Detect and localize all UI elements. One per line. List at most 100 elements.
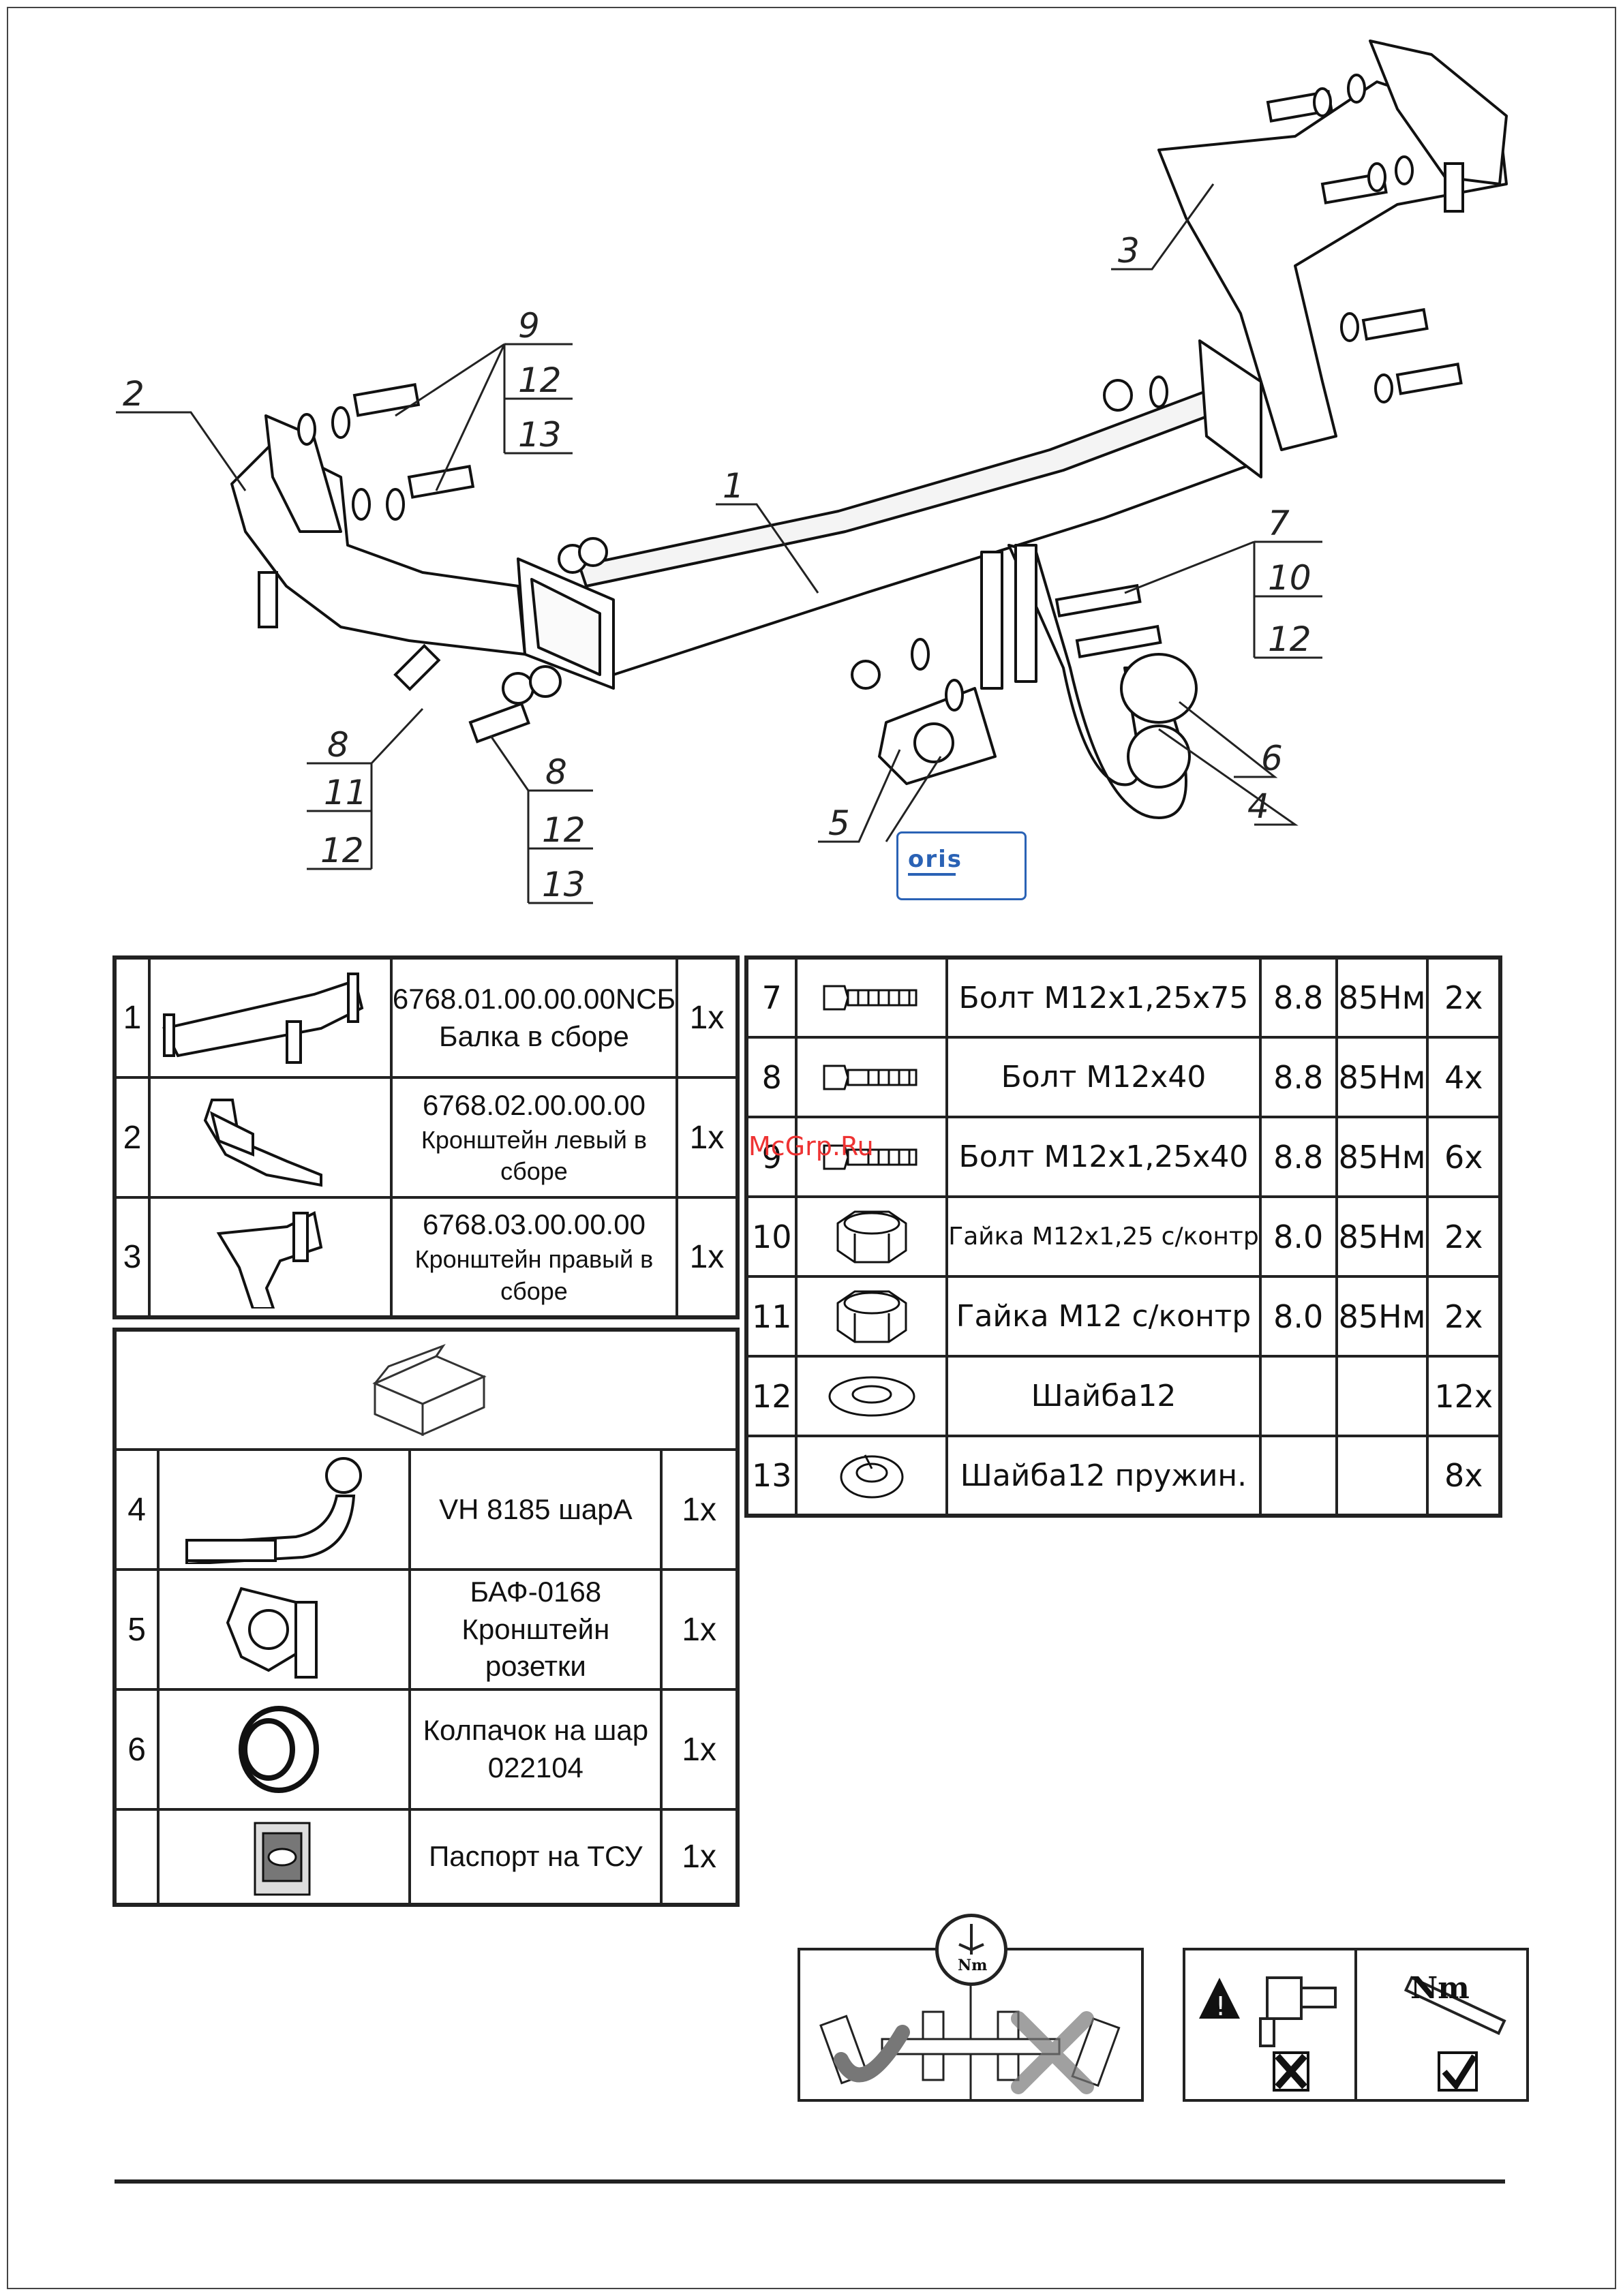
callout-12b: 12 <box>1268 619 1311 659</box>
callout-11: 11 <box>324 773 367 812</box>
beam-left-plate2 <box>530 578 601 676</box>
hw-class <box>1258 1355 1338 1437</box>
callout-13b: 13 <box>542 865 586 904</box>
hardware-row: 10 Гайка М12х1,25 с/контр 8.0 85Нм 2x <box>744 1195 1502 1278</box>
hw-number: 12 <box>744 1355 798 1437</box>
callout-2: 2 <box>123 374 145 414</box>
hw-number: 7 <box>744 956 798 1039</box>
hw-image <box>795 956 949 1039</box>
hardware-table: 7 Болт М12х1,25х75 8.8 85Нм 2x 8 Болт М1… <box>744 955 1502 1518</box>
torque-wrench-label: Nm <box>1410 1971 1470 2006</box>
part-image <box>148 956 393 1079</box>
parts-row: Паспорт на ТСУ 1x <box>112 1808 739 1906</box>
part-number: 1 <box>113 956 151 1079</box>
box-image <box>113 1328 739 1451</box>
part-number <box>112 1808 160 1906</box>
hw-qty: 6x <box>1426 1116 1502 1198</box>
hw-qty: 2x <box>1426 956 1502 1039</box>
beam-thumbnail-icon <box>162 972 364 1064</box>
tool-warning-panel: ! Nm <box>1183 1948 1529 2102</box>
hardware-row: 7 Болт М12х1,25х75 8.8 85Нм 2x <box>744 956 1502 1039</box>
hw-number: 13 <box>744 1435 798 1517</box>
part-number: 5 <box>112 1568 160 1691</box>
tow-ball-thumbnail-icon <box>185 1457 363 1564</box>
part-qty: 1x <box>676 956 739 1079</box>
package-box-icon <box>372 1343 487 1436</box>
oris-logo-text: oris <box>908 846 963 873</box>
nut-icon <box>836 1290 907 1343</box>
callout-12d: 12 <box>542 810 586 850</box>
hw-image <box>795 1435 949 1517</box>
part-description: Паспорт на ТСУ <box>408 1808 663 1906</box>
left-bracket-thumbnail-icon <box>203 1099 322 1187</box>
hw-image <box>795 1355 949 1437</box>
hw-class: 8.8 <box>1258 1036 1338 1118</box>
hw-description: Болт М12х1,25х75 <box>945 956 1262 1039</box>
beam-right-plate <box>1198 339 1262 478</box>
part-qty: 1x <box>660 1568 739 1691</box>
callout-10: 10 <box>1268 558 1311 598</box>
hw-description: Гайка М12 с/контр <box>945 1275 1262 1358</box>
hw-torque: 85Нм <box>1335 956 1429 1039</box>
torque-gauge-label: Nm <box>958 1957 988 1974</box>
part-image <box>148 1076 393 1199</box>
bolt-icon <box>823 1065 917 1090</box>
hardware-row: 8 Болт М12х40 8.8 85Нм 4x <box>744 1036 1502 1118</box>
hw-class: 8.0 <box>1258 1275 1338 1358</box>
callout-8a: 8 <box>327 725 349 765</box>
part-number: 6 <box>112 1688 160 1811</box>
part-image <box>157 1808 412 1906</box>
hw-qty: 2x <box>1426 1275 1502 1358</box>
part-qty: 1x <box>676 1196 739 1319</box>
part-number: 3 <box>113 1196 151 1319</box>
svg-text:!: ! <box>1215 1991 1226 2021</box>
hw-class: 8.8 <box>1258 1116 1338 1198</box>
callout-8b: 8 <box>545 752 567 792</box>
callout-5: 5 <box>828 803 850 843</box>
oris-logo: oris <box>896 831 1027 900</box>
torque-instruction-panel <box>798 1948 1144 2102</box>
hw-description: Гайка М12х1,25 с/контр <box>945 1195 1262 1278</box>
part-qty: 1x <box>660 1448 739 1571</box>
bolt-icon <box>823 985 917 1011</box>
callout-7: 7 <box>1268 504 1290 543</box>
part-number: 4 <box>112 1448 160 1571</box>
hw-image <box>795 1116 949 1198</box>
watermark: McGrp.Ru <box>748 1131 874 1161</box>
hw-class: 8.8 <box>1258 956 1338 1039</box>
hw-description: Шайба12 <box>945 1355 1262 1437</box>
callout-3: 3 <box>1118 231 1140 271</box>
hw-torque: 85Нм <box>1335 1195 1429 1278</box>
callout-1: 1 <box>723 466 744 506</box>
hw-class: 8.0 <box>1258 1195 1338 1278</box>
assembly-drawing: 1 2 3 4 5 6 7 8 8 9 10 11 12 12 12 12 13… <box>116 40 1508 904</box>
tow-ball <box>1120 653 1198 724</box>
box-row <box>113 1328 739 1451</box>
footer-rule <box>115 2179 1505 2184</box>
washer-icon <box>828 1376 915 1416</box>
hw-number: 9 <box>744 1116 798 1198</box>
spring-washer-icon <box>840 1454 904 1499</box>
parts-row: 4 VH 8185 шарА 1x <box>112 1448 739 1571</box>
hw-qty: 8x <box>1426 1435 1502 1517</box>
torque-gauge-icon: Nm <box>935 1914 1007 1986</box>
part-image <box>157 1448 412 1571</box>
part-qty: 1x <box>660 1808 739 1906</box>
part-image <box>148 1196 393 1319</box>
part-image <box>157 1688 412 1811</box>
part-qty: 1x <box>676 1076 739 1199</box>
hardware-row: 11 Гайка М12 с/контр 8.0 85Нм 2x <box>744 1275 1502 1358</box>
callout-9: 9 <box>518 306 540 346</box>
hw-image <box>795 1195 949 1278</box>
impact-wrench-forbidden-icon: ! <box>1199 1976 1337 2092</box>
hw-number: 8 <box>744 1036 798 1118</box>
hw-torque: 85Нм <box>1335 1275 1429 1358</box>
hw-qty: 4x <box>1426 1036 1502 1118</box>
